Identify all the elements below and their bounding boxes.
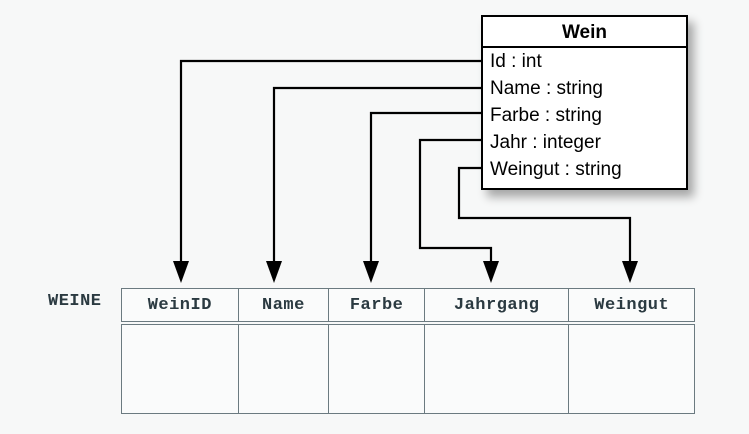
table-cell-weingut[interactable]: [569, 325, 694, 413]
table-header-row: WeinID Name Farbe Jahrgang Weingut: [121, 288, 695, 322]
column-header-weingut[interactable]: Weingut: [594, 295, 670, 315]
uml-class-name: Wein: [483, 17, 686, 48]
connector-jahr-to-jahrgang: [418, 138, 499, 283]
uml-attribute-name: Name : string: [490, 78, 603, 99]
uml-attribute-id: Id : int: [490, 51, 542, 72]
column-header-farbe[interactable]: Farbe: [329, 289, 425, 321]
table-cell-jahrgang[interactable]: [425, 325, 570, 413]
uml-attribute-weingut: Weingut : string: [490, 159, 622, 180]
uml-attribute-jahr: Jahr : integer: [490, 132, 601, 153]
connector-id-to-weinid: [173, 59, 481, 283]
table-row: [121, 324, 695, 414]
connector-weingut-to-weingut: [457, 166, 638, 283]
connector-name-to-name: [266, 86, 481, 283]
uml-attribute-farbe: Farbe : string: [490, 105, 602, 126]
table-cell-weinid[interactable]: [122, 325, 239, 413]
column-header-name[interactable]: Name: [239, 289, 330, 321]
uml-attribute-list: Id : int Name : string Farbe : string Ja…: [483, 48, 686, 183]
connector-farbe-to-farbe: [363, 111, 481, 283]
column-header-jahrgang[interactable]: Jahrgang: [425, 289, 570, 321]
relation-table-weine: WeinID Name Farbe Jahrgang Weingut: [121, 288, 695, 414]
table-cell-name[interactable]: [239, 325, 330, 413]
column-header-weinid[interactable]: WeinID: [122, 289, 239, 321]
relation-label: WEINE: [48, 292, 102, 311]
uml-class-box-wein[interactable]: Wein Id : int Name : string Farbe : stri…: [481, 15, 688, 190]
table-cell-farbe[interactable]: [329, 325, 425, 413]
